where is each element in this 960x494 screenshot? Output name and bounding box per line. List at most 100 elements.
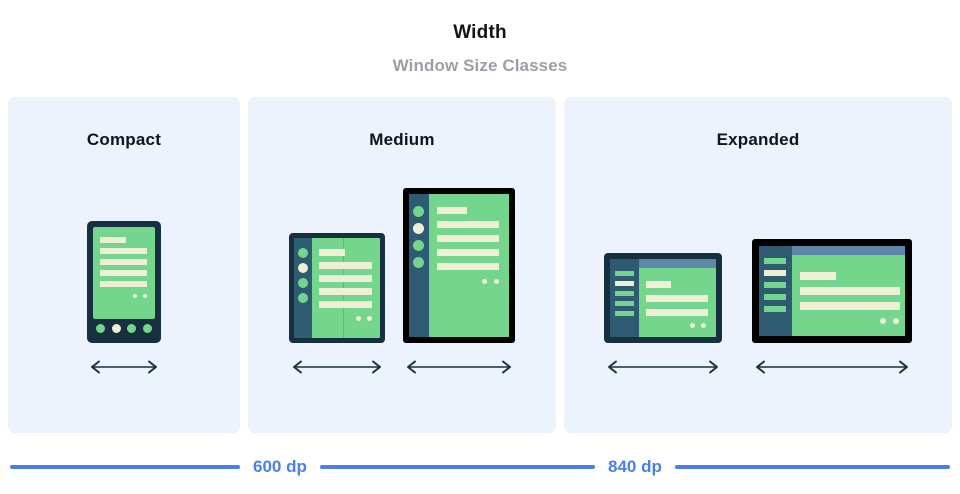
content-bar xyxy=(800,302,900,310)
content-bar xyxy=(100,259,147,265)
sidebar-item xyxy=(764,306,786,312)
content-dot xyxy=(133,294,137,298)
sidebar-item xyxy=(764,258,786,264)
content-bar xyxy=(319,262,372,269)
panel-expanded: Expanded xyxy=(564,97,952,433)
sidebar-item xyxy=(764,282,786,288)
content-dot xyxy=(494,279,499,284)
panel-medium: Medium xyxy=(248,97,556,433)
sidebar-item xyxy=(615,301,634,306)
foldable-screen xyxy=(294,238,380,338)
device-tablet-landscape xyxy=(752,239,912,343)
content-bar xyxy=(437,263,499,270)
laptop-sidebar xyxy=(610,259,639,337)
breakpoint-label-600: 600 dp xyxy=(253,457,307,476)
sidebar-dot xyxy=(298,278,308,288)
scale-line-segment xyxy=(10,464,240,469)
content-dot xyxy=(367,316,372,321)
content-bar xyxy=(437,221,499,228)
device-group-foldable xyxy=(289,233,385,375)
device-foldable xyxy=(289,233,385,343)
sidebar-dot-active xyxy=(298,263,308,273)
page-header: Width Window Size Classes xyxy=(0,0,960,95)
device-tablet-portrait xyxy=(403,188,515,343)
double-headed-arrow-icon xyxy=(407,360,511,374)
sidebar-dot xyxy=(413,257,424,268)
content-bar xyxy=(646,281,671,288)
breakpoint-scale-row: 600 dp 840 dp xyxy=(10,458,950,475)
tablet-landscape-screen xyxy=(759,246,905,336)
content-bar xyxy=(437,249,499,256)
sidebar-dot xyxy=(413,240,424,251)
double-headed-arrow-icon xyxy=(91,360,157,374)
sidebar-dot-active xyxy=(413,223,424,234)
device-phone xyxy=(87,221,161,343)
laptop-topbar xyxy=(639,259,716,268)
content-dot xyxy=(482,279,487,284)
nav-dot xyxy=(96,323,106,333)
device-row-compact xyxy=(8,221,240,375)
page-subtitle: Window Size Classes xyxy=(392,55,568,75)
content-bar xyxy=(437,207,467,214)
panel-label-medium: Medium xyxy=(369,130,435,149)
content-bar xyxy=(319,301,372,308)
device-group-phone xyxy=(87,221,161,375)
tablet-landscape-topbar xyxy=(792,246,905,255)
sidebar-item xyxy=(615,311,634,316)
size-class-panels: Compact xyxy=(0,97,960,433)
tablet-portrait-sidebar xyxy=(409,194,429,337)
phone-screen xyxy=(93,227,155,319)
content-bar xyxy=(100,237,126,243)
panel-label-compact: Compact xyxy=(86,130,162,149)
sidebar-item xyxy=(615,291,634,296)
sidebar-item xyxy=(764,294,786,300)
content-bar xyxy=(646,309,708,316)
double-headed-arrow-icon xyxy=(293,360,381,374)
nav-dot-active xyxy=(111,323,121,333)
content-dot xyxy=(880,318,886,324)
sidebar-dot xyxy=(298,293,308,303)
content-bar xyxy=(437,235,499,242)
tablet-portrait-screen xyxy=(409,194,509,337)
content-bar xyxy=(800,272,836,280)
phone-nav-row xyxy=(93,321,155,335)
nav-dot xyxy=(142,323,152,333)
panel-label-expanded: Expanded xyxy=(716,130,800,149)
breakpoint-scale: 600 dp 840 dp xyxy=(0,436,960,494)
breakpoint-label-840: 840 dp xyxy=(608,457,662,476)
double-headed-arrow-icon xyxy=(608,360,718,374)
nav-dot xyxy=(127,323,137,333)
sidebar-item-active xyxy=(764,270,786,276)
sidebar-dot xyxy=(413,206,424,217)
content-dot xyxy=(143,294,147,298)
content-bar xyxy=(319,275,372,282)
content-bar xyxy=(319,288,372,295)
content-bar xyxy=(800,287,900,295)
content-dot xyxy=(893,318,899,324)
content-bar xyxy=(646,295,708,302)
content-dot xyxy=(701,323,706,328)
panel-compact: Compact xyxy=(8,97,240,433)
device-group-tablet-landscape xyxy=(752,239,912,375)
content-bar xyxy=(100,270,147,276)
double-headed-arrow-icon xyxy=(756,360,908,374)
sidebar-dot xyxy=(298,248,308,258)
device-row-medium xyxy=(248,188,556,375)
laptop-screen xyxy=(610,259,716,337)
content-bar xyxy=(100,248,147,254)
device-group-tablet-portrait xyxy=(403,188,515,375)
content-dot xyxy=(690,323,695,328)
content-dot xyxy=(356,316,361,321)
device-laptop xyxy=(604,253,722,343)
sidebar-item-active xyxy=(615,281,634,286)
content-bar xyxy=(100,281,147,287)
device-row-expanded xyxy=(564,239,952,375)
device-group-laptop xyxy=(604,253,722,375)
page-title: Width xyxy=(453,22,507,43)
foldable-sidebar xyxy=(294,238,312,338)
sidebar-item xyxy=(615,271,634,276)
scale-line-segment xyxy=(674,464,950,469)
scale-line-segment xyxy=(319,464,595,469)
content-bar xyxy=(319,249,345,256)
tablet-landscape-sidebar xyxy=(759,246,792,336)
